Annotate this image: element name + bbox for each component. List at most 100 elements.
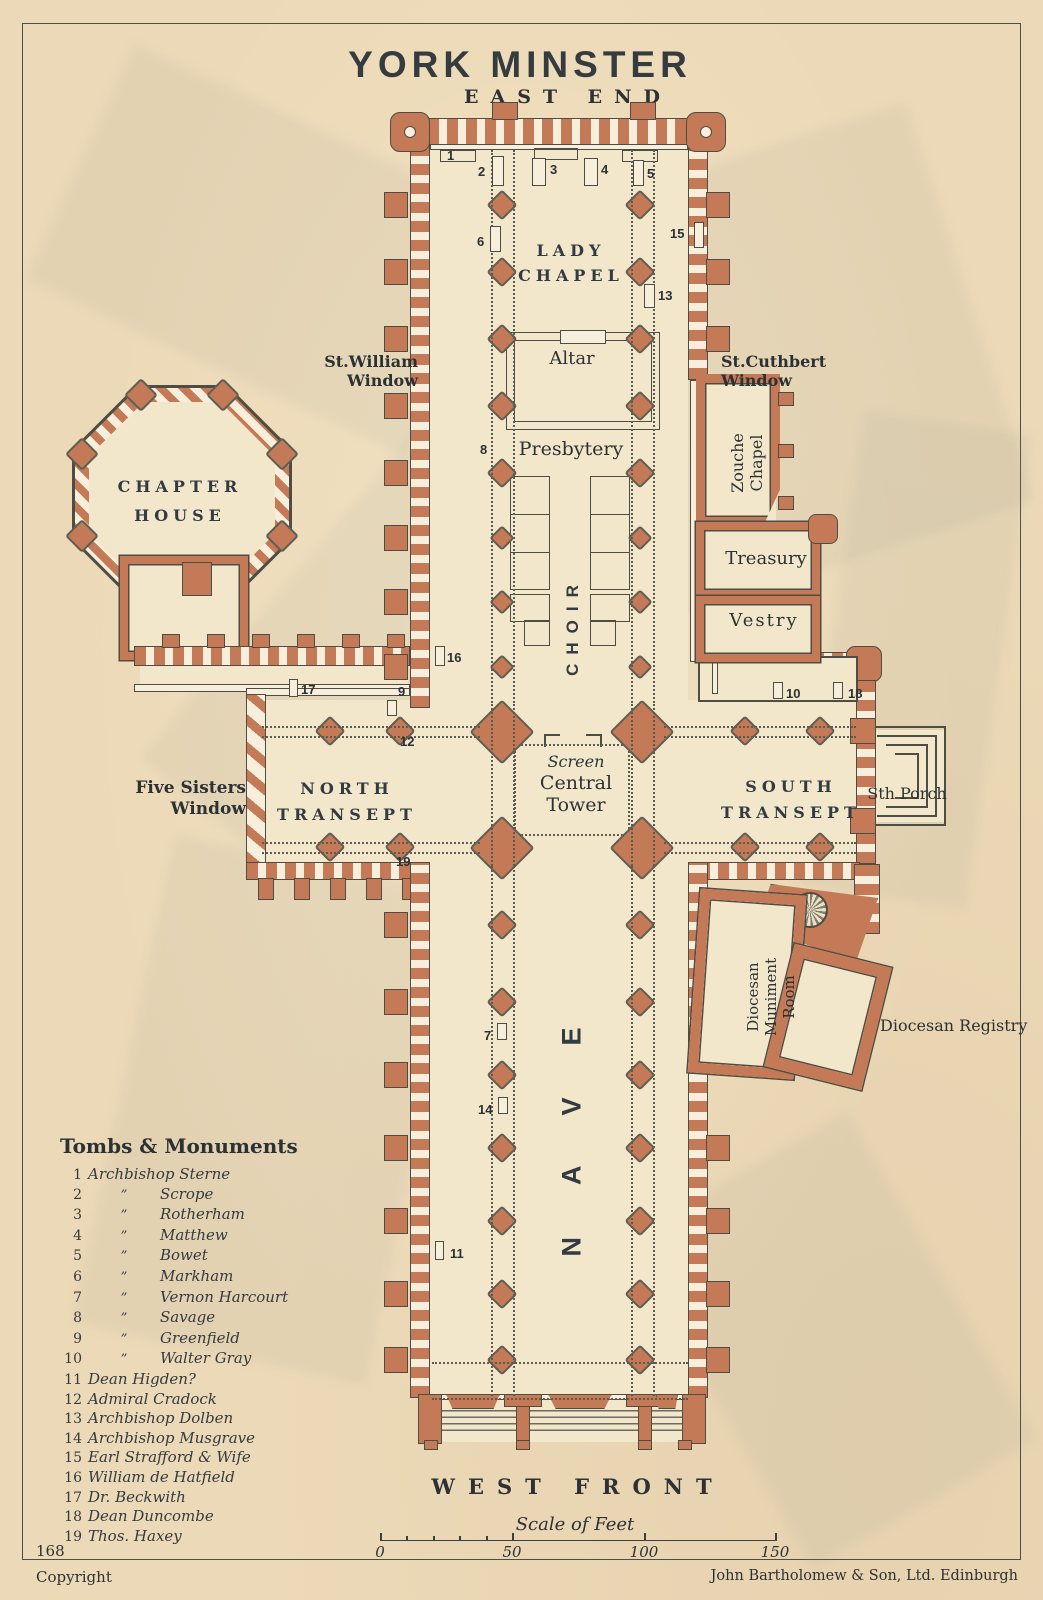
- legend-ditto-mark: ”: [120, 1228, 128, 1244]
- south-transept-label: SOUTH TRANSEPT: [721, 774, 861, 826]
- altar-step: [560, 330, 606, 344]
- scale-tick-label: 100: [629, 1543, 659, 1561]
- arcade-dotted-line: [513, 708, 515, 866]
- diocesan-registry-label: Diocesan Registry: [880, 1016, 1028, 1035]
- legend-item-number: 15: [64, 1450, 82, 1467]
- publisher-imprint: John Bartholomew & Son, Ltd. Edinburgh: [710, 1568, 1018, 1584]
- scale-major-tick: [380, 1533, 382, 1541]
- legend-item-number: 3: [73, 1207, 82, 1224]
- arcade-dotted-line: [513, 866, 515, 1396]
- legend-item: 8”Savage: [60, 1308, 360, 1329]
- legend-ditto-mark: ”: [120, 1187, 128, 1203]
- legend-item: 6”Markham: [60, 1267, 360, 1288]
- west-front-foot: [638, 1440, 652, 1450]
- east-end-niche: [534, 148, 578, 160]
- stall-divider: [510, 514, 550, 515]
- scale-minor-tick: [433, 1536, 435, 1541]
- decorative: St.William: [324, 352, 418, 371]
- floor: [430, 142, 688, 708]
- south-porch-label: Sth Porch: [867, 784, 947, 803]
- decorative: Room: [780, 975, 798, 1019]
- tomb-marker-number: 14: [478, 1102, 493, 1117]
- decorative: St.Cuthbert: [721, 352, 827, 371]
- tomb-marker-rect: [644, 284, 655, 308]
- floor: [140, 662, 408, 688]
- transept-dotted-line: [262, 842, 480, 844]
- legend-item: 3”Rotherham: [60, 1205, 360, 1226]
- tomb-marker-rect: [492, 156, 504, 186]
- buttress: [384, 654, 408, 680]
- legend-item-number: 9: [73, 1330, 82, 1347]
- tomb-marker-rect: [435, 1241, 444, 1260]
- buttress: [384, 393, 408, 419]
- floor: [430, 862, 688, 1398]
- zouche-buttress: [778, 496, 794, 510]
- legend-item-number: 4: [73, 1227, 82, 1244]
- legend-ditto-mark: ”: [120, 1311, 128, 1327]
- east-end-niche: [440, 150, 476, 162]
- decorative: Zouche: [728, 433, 747, 493]
- west-front-bay: [446, 1394, 500, 1409]
- tomb-marker-number: 2: [478, 164, 486, 179]
- west-front-corner: [682, 1394, 706, 1444]
- legend-item-number: 14: [64, 1430, 82, 1447]
- scale-minor-tick: [459, 1536, 461, 1541]
- south-porch-arch: [877, 735, 937, 817]
- choir-step: [510, 594, 550, 622]
- legend-item-name: Bowet: [160, 1246, 208, 1265]
- decorative: NORTH: [300, 779, 394, 798]
- buttress: [706, 1347, 730, 1373]
- altar-label: Altar: [549, 348, 595, 369]
- nave-label: NAVE: [556, 975, 587, 1257]
- buttress: [706, 259, 730, 285]
- muniment-room-label: Diocesan Muniment Room: [744, 912, 798, 1082]
- tomb-marker-number: 6: [477, 234, 485, 249]
- corridor-buttress: [252, 634, 270, 648]
- transept-dotted-line: [262, 726, 480, 728]
- legend-ditto-mark: ”: [120, 1290, 128, 1306]
- decorative: HOUSE: [134, 506, 226, 525]
- legend-item: 9”Greenfield: [60, 1329, 360, 1350]
- arcade-dotted-line: [491, 150, 493, 706]
- decorative: CHAPTER: [117, 477, 243, 496]
- legend-item: 10”Walter Gray: [60, 1349, 360, 1370]
- central-tower-label: Central Tower: [540, 772, 612, 816]
- treasury-label: Treasury: [725, 548, 807, 569]
- tomb-marker-rect: [289, 679, 298, 697]
- decorative: Window: [346, 371, 418, 390]
- tomb-marker-number: 11: [450, 1246, 464, 1261]
- west-front-foot: [424, 1440, 438, 1450]
- aisle-corridor-wall: [134, 646, 410, 666]
- legend-item-name: Vernon Harcourt: [160, 1287, 289, 1306]
- west-front-bay: [548, 1394, 612, 1409]
- tomb-marker-number: 9: [398, 684, 406, 699]
- legend-item-name: Scrope: [160, 1184, 214, 1203]
- buttress: [706, 1281, 730, 1307]
- legend-item: 4 ” Matthew: [60, 1226, 360, 1247]
- corridor-buttress: [342, 634, 360, 648]
- tomb-marker-number: 7: [484, 1028, 492, 1043]
- legend-item-name: Matthew: [160, 1225, 228, 1244]
- east-arm-north-wall: [410, 138, 430, 708]
- tomb-marker-rect: [773, 682, 783, 699]
- transept-dotted-line: [262, 736, 480, 738]
- south-transept-bottom-wall: [698, 862, 860, 880]
- legend-item-name: William de Hatfield: [88, 1467, 235, 1486]
- buttress: [384, 1347, 408, 1373]
- buttress: [384, 989, 408, 1015]
- south-porch-arch: [868, 726, 946, 826]
- arcade-dotted-line: [631, 150, 633, 706]
- corridor-buttress: [387, 634, 405, 648]
- arcade-dotted-line: [513, 150, 515, 706]
- legend-item-name: Walter Gray: [160, 1349, 252, 1368]
- zouche-buttress: [778, 444, 794, 458]
- decorative: SOUTH: [745, 777, 837, 796]
- vestry-label: Vestry: [729, 610, 799, 631]
